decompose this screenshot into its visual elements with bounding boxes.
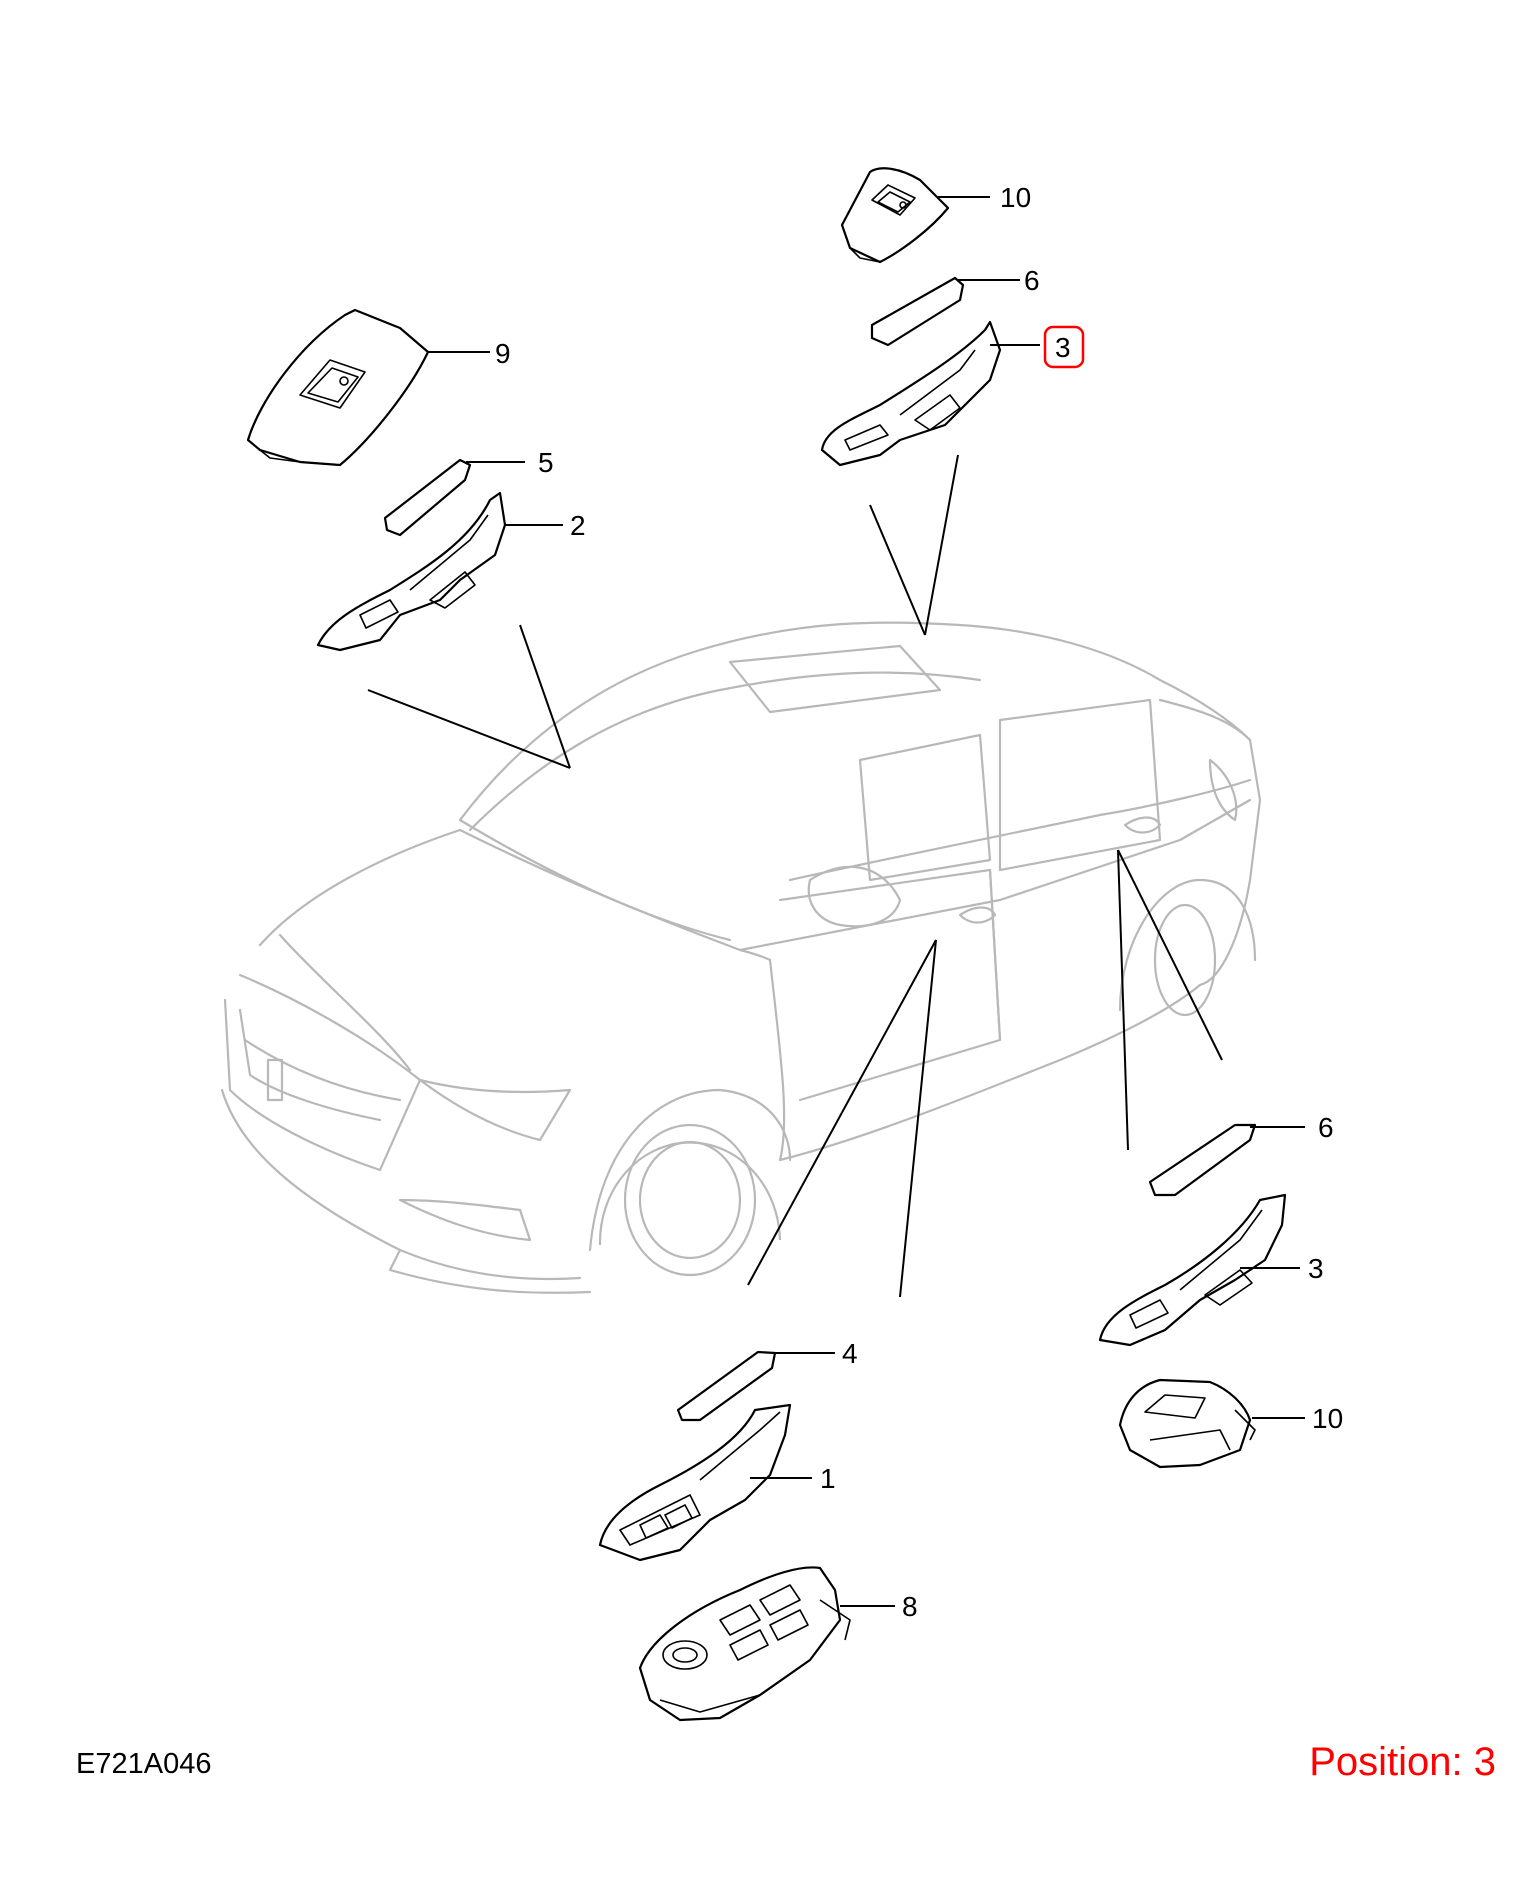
part-6-top[interactable] xyxy=(870,276,1020,347)
callout-6-top[interactable]: 6 xyxy=(1024,265,1040,296)
part-10-top[interactable] xyxy=(840,167,990,264)
part-6-right[interactable] xyxy=(1148,1123,1305,1197)
part-4[interactable] xyxy=(676,1350,835,1422)
callout-labels: 10 6 3 9 5 2 6 3 10 4 1 8 xyxy=(495,182,1343,1622)
callout-10-right[interactable]: 10 xyxy=(1312,1403,1343,1434)
part-3-top[interactable] xyxy=(820,320,1040,467)
part-2[interactable] xyxy=(316,491,563,652)
car-outline xyxy=(220,621,1262,1294)
diagram-code: E721A046 xyxy=(76,1748,212,1780)
callout-9[interactable]: 9 xyxy=(495,338,511,369)
callout-3-top[interactable]: 3 xyxy=(1055,332,1071,363)
callout-4[interactable]: 4 xyxy=(842,1338,858,1369)
part-3-right[interactable] xyxy=(1098,1193,1300,1347)
callout-8[interactable]: 8 xyxy=(902,1591,918,1622)
callout-5[interactable]: 5 xyxy=(538,447,554,478)
callout-1[interactable]: 1 xyxy=(820,1463,836,1494)
callout-3-right[interactable]: 3 xyxy=(1308,1253,1324,1284)
position-indicator: Position: 3 xyxy=(1309,1740,1496,1784)
pointer-lines xyxy=(367,454,1223,1298)
part-10-right[interactable] xyxy=(1118,1378,1305,1469)
callout-2[interactable]: 2 xyxy=(570,510,586,541)
part-1[interactable] xyxy=(598,1403,812,1562)
callout-6-right[interactable]: 6 xyxy=(1318,1112,1334,1143)
part-5[interactable] xyxy=(383,458,525,537)
callout-10-top[interactable]: 10 xyxy=(1000,182,1031,213)
part-8[interactable] xyxy=(638,1566,895,1722)
part-9[interactable] xyxy=(246,308,490,467)
callout-3-top-highlight xyxy=(1043,325,1085,369)
